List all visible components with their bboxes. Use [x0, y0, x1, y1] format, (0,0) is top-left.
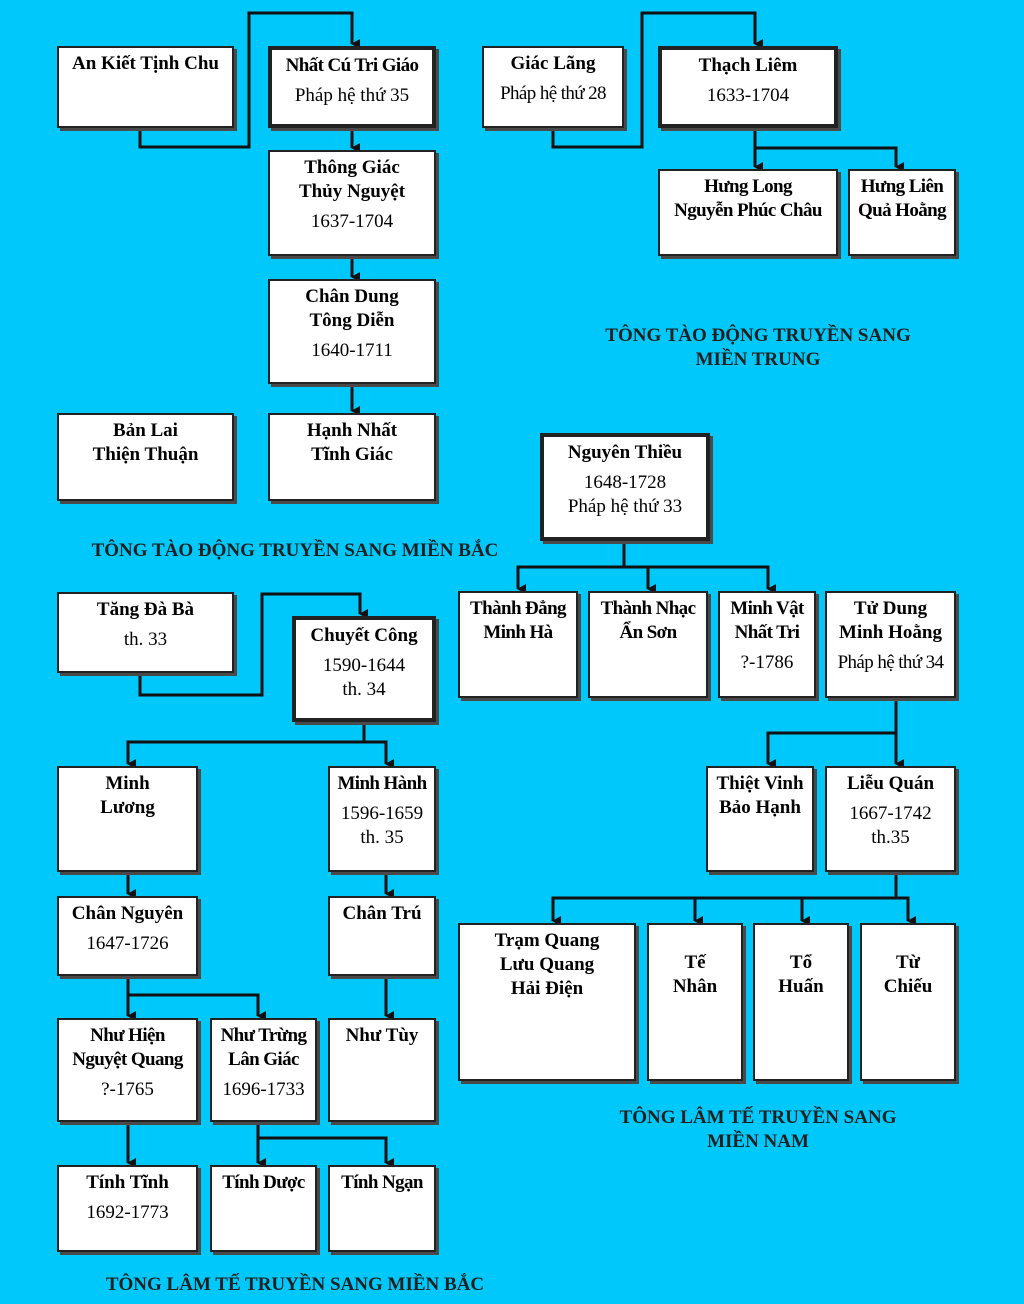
- node-tinh-ngan: Tính Ngạn: [328, 1165, 436, 1252]
- node-thanh-nhac-an-son: Thành Nhạc Ẩn Sơn: [588, 591, 708, 698]
- node-hung-lien-qua-hoang: Hưng Liên Quả Hoằng: [848, 169, 956, 256]
- connector-nhutrung-children: [256, 1122, 394, 1168]
- connector-ankiet-nhatcu: [138, 11, 360, 149]
- node-thiet-vinh-bao-hanh: Thiệt Vinh Bảo Hạnh: [706, 766, 814, 872]
- node-nhu-trung-lan-giac: Như Trừng Lân Giác 1696-1733: [210, 1018, 317, 1122]
- node-tu-dung-minh-hoang: Tử Dung Minh Hoằng Pháp hệ thứ 34: [825, 591, 956, 698]
- connector-lieuquan-tuchieu: [896, 896, 916, 926]
- node-nguyen-thieu: Nguyên Thiều 1648-1728 Pháp hệ thứ 33: [540, 433, 710, 541]
- caption-lam-te-mien-bac: TÔNG LÂM TẾ TRUYỀN SANG MIỀN BẮC: [105, 1274, 485, 1295]
- node-tang-da-ba: Tăng Đà Bà th. 33: [57, 592, 234, 673]
- node-te-nhan: Tế Nhân: [647, 923, 743, 1081]
- node-hung-long-nguyen-phuc-chau: Hưng Long Nguyễn Phúc Châu: [658, 169, 838, 256]
- node-chan-nguyen: Chân Nguyên 1647-1726: [57, 896, 198, 976]
- connector-nguyenthieu-minhvat: [624, 565, 776, 594]
- node-nhu-hien-nguyet-quang: Như Hiện Nguyệt Quang ?-1765: [57, 1018, 198, 1122]
- node-an-kiet-tinh-chu: An Kiết Tịnh Chu: [57, 46, 234, 128]
- node-chuyet-cong: Chuyết Công 1590-1644 th. 34: [292, 616, 436, 722]
- connector-chuyetcong-children: [126, 722, 366, 769]
- connector-thachliem-hunglien: [755, 146, 904, 172]
- node-thanh-dang-minh-ha: Thành Đẳng Minh Hà: [458, 591, 578, 698]
- connector-tudung-thietvinh: [766, 731, 896, 769]
- node-chan-dung-tong-dien: Chân Dung Tông Diễn 1640-1711: [268, 279, 436, 384]
- node-thach-liem: Thạch Liêm 1633-1704: [658, 46, 838, 128]
- caption-tao-dong-mien-trung: TÔNG TÀO ĐỘNG TRUYỀN SANG MIỀN TRUNG: [605, 325, 911, 370]
- node-tram-quang-luu-quang-hai-dien: Trạm Quang Lưu Quang Hải Điện: [458, 923, 636, 1081]
- node-chan-tru: Chân Trú: [328, 896, 436, 976]
- connector-lieuquan-children: [551, 872, 898, 926]
- node-ban-lai-thien-thuan: Bản Lai Thiện Thuận: [57, 413, 234, 501]
- caption-lam-te-mien-nam: TÔNG LÂM TẾ TRUYỀN SANG MIỀN NAM: [619, 1107, 897, 1152]
- node-thong-giac-thuy-nguyet: Thông Giác Thủy Nguyệt 1637-1704: [268, 150, 436, 256]
- node-lieu-quan: Liễu Quán 1667-1742 th.35: [825, 766, 956, 872]
- caption-tao-dong-mien-bac: TÔNG TÀO ĐỘNG TRUYỀN SANG MIỀN BẮC: [91, 540, 499, 561]
- connector-chuyetcong-minhhanh: [364, 740, 394, 769]
- node-minh-luong: Minh Lương: [57, 766, 198, 872]
- node-nhat-cu-tri-giao: Nhất Cú Tri Giáo Pháp hệ thứ 35: [268, 46, 436, 128]
- node-giac-lang: Giác Lãng Pháp hệ thứ 28: [482, 46, 624, 128]
- node-hanh-nhat-tinh-giac: Hạnh Nhất Tĩnh Giác: [268, 413, 436, 501]
- connector-tangdaba-chuyetcong: [138, 592, 368, 697]
- connector-channguyen-nhutrung: [128, 993, 266, 1021]
- connector-nguyenthieu-bar: [516, 541, 626, 594]
- connector-giaclang-thachliem: [551, 11, 763, 149]
- node-to-huan: Tổ Huấn: [753, 923, 849, 1081]
- node-minh-vat-nhat-tri: Minh Vật Nhất Tri ?-1786: [718, 591, 816, 698]
- node-minh-hanh: Minh Hành 1596-1659 th. 35: [328, 766, 436, 872]
- node-tinh-duoc: Tính Dược: [210, 1165, 317, 1252]
- node-tu-chieu: Từ Chiếu: [860, 923, 956, 1081]
- node-tinh-tinh: Tính Tĩnh 1692-1773: [57, 1165, 198, 1252]
- node-nhu-tuy: Như Tùy: [328, 1018, 436, 1122]
